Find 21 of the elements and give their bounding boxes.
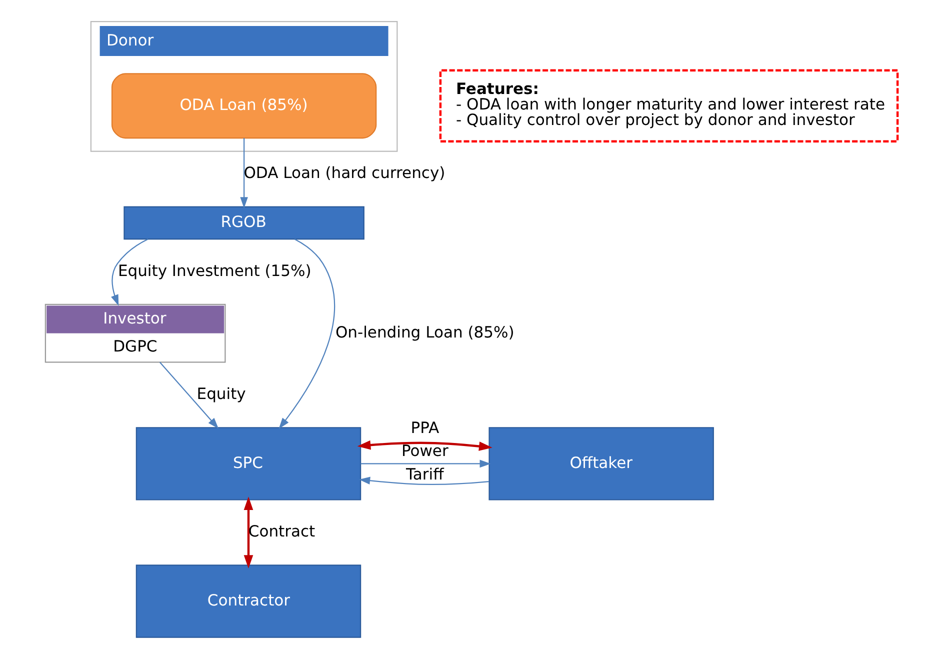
arrow: [244, 496, 254, 568]
edge-label: ODA Loan (hard currency): [244, 164, 446, 182]
arrow: [278, 238, 336, 429]
node-box: RGOB: [124, 206, 364, 240]
arrow: [360, 460, 491, 468]
node-box: ODA Loan (85%): [111, 73, 377, 139]
node-box: Offtaker: [488, 427, 714, 500]
node-box: SPC: [136, 427, 362, 500]
node-box: Contractor: [136, 564, 362, 638]
edge-label: Equity Investment (15%): [118, 262, 312, 280]
arrow: [111, 238, 148, 306]
arrow: [159, 362, 219, 429]
edge-label: Equity: [196, 385, 246, 404]
edge-label: Power: [401, 442, 448, 460]
arrow: [357, 440, 492, 451]
edge-label: On-lending Loan (85%): [335, 323, 514, 342]
arrow: [358, 476, 489, 485]
edge-label: PPA: [410, 418, 440, 437]
edge-label: Tariff: [406, 465, 444, 484]
arrow: [240, 138, 248, 208]
node-box: Features: - ODA loan with longer maturity and lower interest rate - Quality control over project by donor and investor: [439, 69, 899, 142]
